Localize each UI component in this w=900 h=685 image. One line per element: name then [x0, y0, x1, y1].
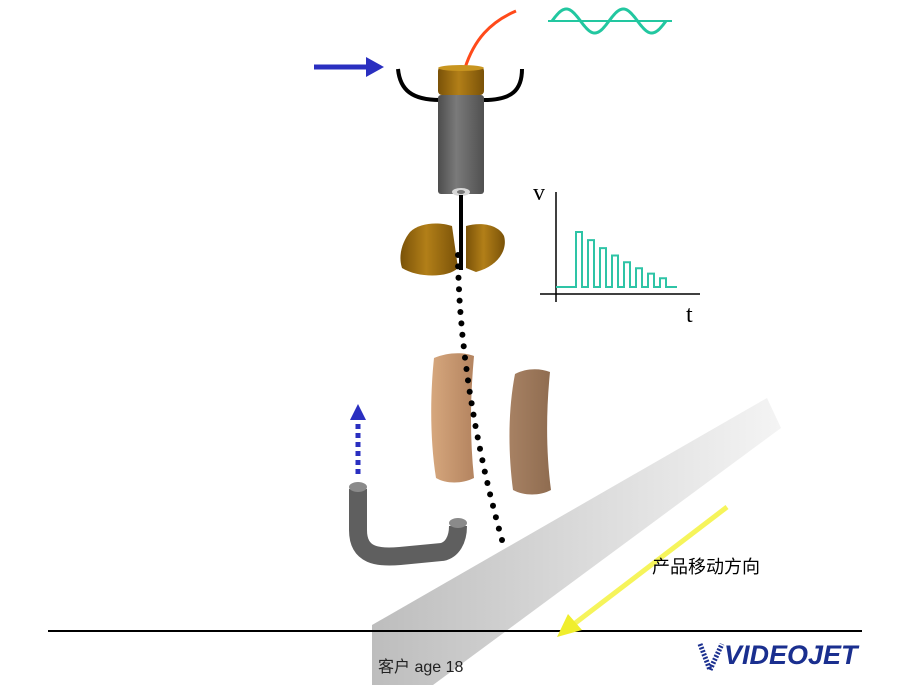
ink-droplet	[458, 320, 465, 327]
drop-generator-body	[438, 95, 484, 194]
signal-wire	[463, 9, 517, 69]
page-footer: 客户 age 18	[378, 659, 464, 676]
ink-droplet	[455, 252, 461, 258]
ink-droplet	[495, 525, 502, 532]
ink-droplet	[479, 457, 486, 464]
ink-droplet	[466, 388, 473, 395]
ink-droplet	[468, 400, 475, 407]
ink-droplet	[492, 514, 499, 521]
ink-droplet	[477, 445, 483, 452]
gutter-tube	[349, 489, 467, 566]
ink-droplet	[470, 411, 477, 418]
ink-droplet	[490, 502, 496, 509]
sine-wave-signal	[548, 7, 672, 35]
ink-droplet	[487, 491, 494, 498]
ink-droplet	[456, 286, 462, 293]
deflection-plate-left	[431, 353, 474, 483]
product-sheet	[372, 398, 781, 685]
piezo-crystal	[438, 67, 484, 95]
ink-droplet	[481, 468, 488, 475]
pulse-graph	[540, 192, 700, 302]
ink-droplet	[499, 537, 505, 543]
ink-droplet	[455, 263, 462, 270]
ink-droplet	[457, 309, 464, 315]
charge-electrode	[400, 223, 505, 276]
product-direction-label: 产品移动方向	[652, 557, 760, 578]
ink-droplet	[462, 354, 468, 361]
ink-input-arrow	[314, 57, 384, 77]
ink-droplet	[484, 480, 491, 486]
deflection-plate-right	[509, 369, 551, 495]
ink-droplet	[456, 297, 463, 304]
ink-droplets	[455, 252, 505, 543]
graph-xlabel: t	[686, 302, 693, 328]
product-direction-arrow	[557, 505, 729, 637]
graph-ylabel: v	[533, 180, 545, 206]
recycle-arrow	[350, 404, 366, 474]
ink-droplet	[463, 366, 470, 372]
ink-droplet	[474, 434, 481, 441]
brand-name: VIDEOJET	[724, 640, 858, 670]
ink-droplet	[460, 343, 467, 350]
ink-droplet	[455, 274, 462, 281]
ink-droplet	[465, 377, 471, 384]
ink-droplet	[459, 331, 466, 338]
ink-droplet	[472, 423, 479, 429]
ink-supply-line	[396, 68, 524, 102]
videojet-logo-mark	[697, 642, 725, 677]
